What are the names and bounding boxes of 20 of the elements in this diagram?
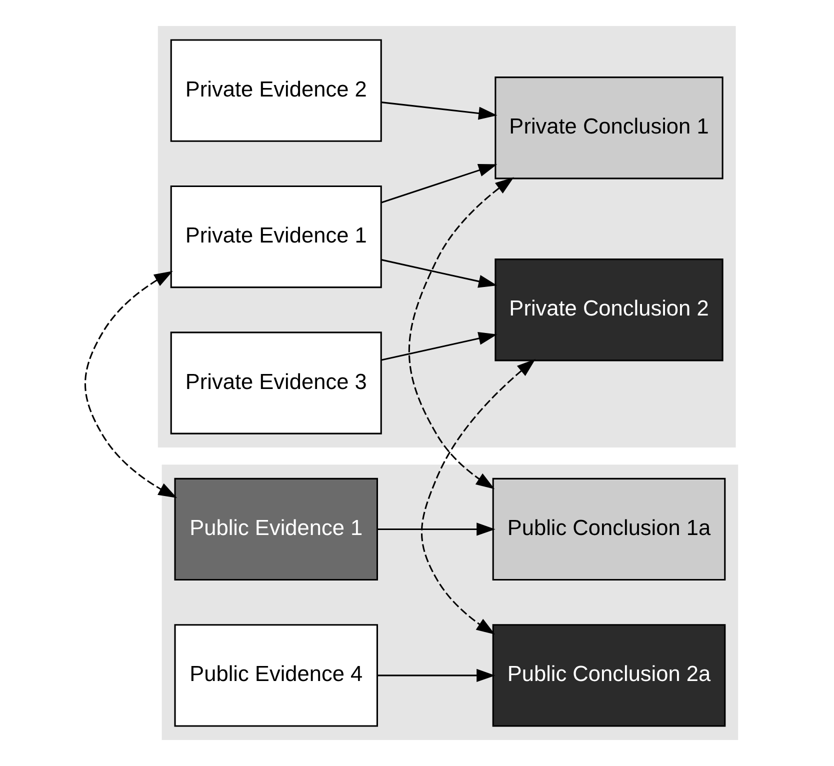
cluster bbox=[161, 464, 738, 740]
arrow bbox=[380, 332, 497, 361]
arrow bbox=[380, 102, 497, 120]
node-box: Public Conclusion 1a bbox=[492, 478, 726, 581]
node-box: Private Evidence 1 bbox=[170, 185, 382, 288]
arrow bbox=[380, 164, 497, 204]
arrow bbox=[408, 177, 514, 490]
node-box: Private Conclusion 1 bbox=[494, 76, 723, 180]
node-box: Private Evidence 2 bbox=[170, 39, 382, 142]
arrow bbox=[84, 270, 177, 498]
arrow bbox=[420, 359, 536, 635]
node-box: Private Evidence 3 bbox=[170, 332, 382, 434]
arrow bbox=[380, 259, 497, 288]
node-box: Public Evidence 4 bbox=[174, 624, 378, 727]
node-box: Public Conclusion 2a bbox=[492, 624, 726, 727]
node-box: Private Conclusion 2 bbox=[494, 258, 723, 362]
cluster bbox=[157, 26, 736, 448]
arrow bbox=[377, 522, 495, 536]
arrow bbox=[377, 668, 495, 682]
node-box: Public Evidence 1 bbox=[174, 478, 378, 581]
